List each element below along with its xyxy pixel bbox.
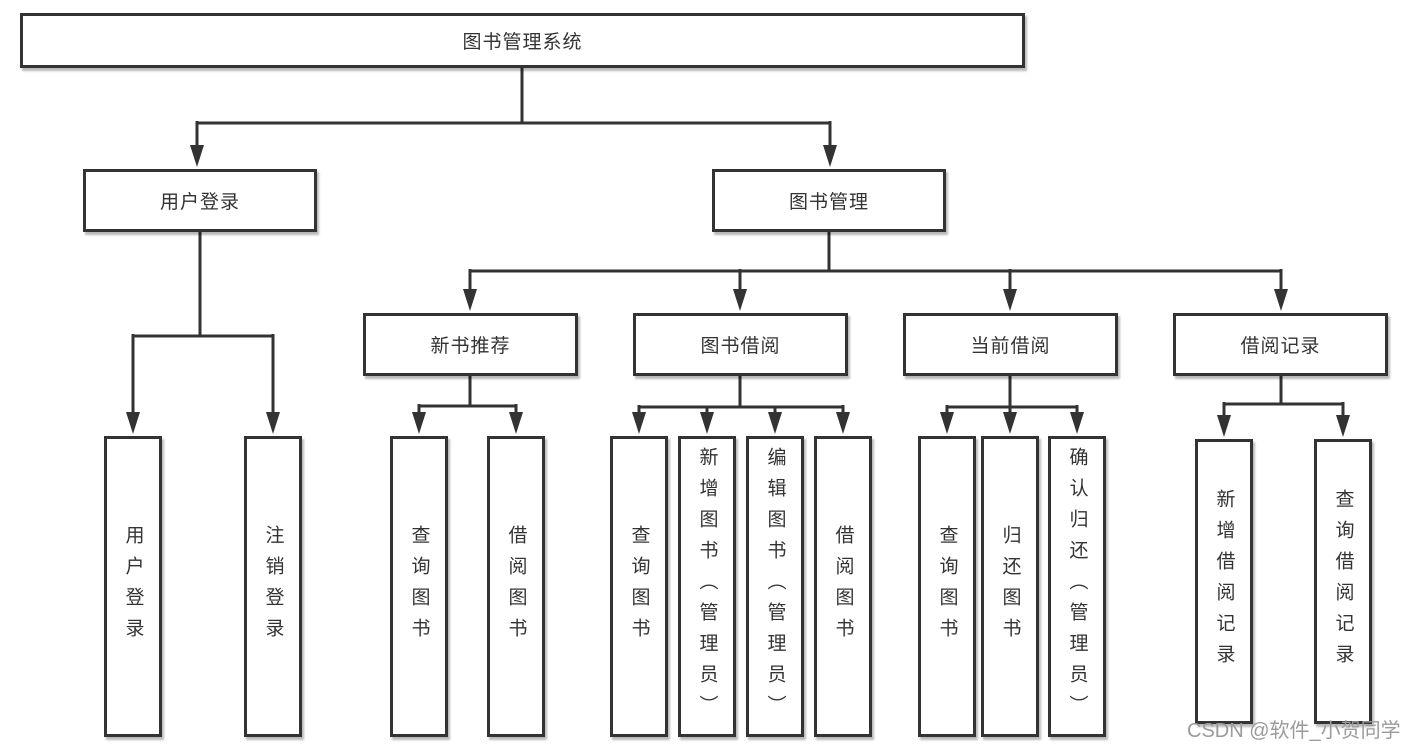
node-book-borrowing: 图书借阅 (633, 313, 848, 376)
node-label: 用户登录 (122, 524, 144, 649)
node-nr-borrow-books: 借阅图书 (487, 436, 545, 737)
node-bb-borrow-books: 借阅图书 (814, 436, 872, 737)
node-label: 查询图书 (408, 524, 430, 649)
node-bb-query-books: 查询图书 (610, 436, 668, 737)
node-label: 图书管理系统 (462, 32, 583, 53)
node-label: 归还图书 (999, 524, 1021, 649)
node-label: 用户登录 (159, 192, 240, 213)
arrow-heads (126, 145, 1350, 437)
node-label: 注销登录 (262, 524, 284, 649)
node-bb-edit-books-admin: 编辑图书（管理员） (746, 436, 804, 737)
node-label: 确认归还（管理员） (1066, 447, 1088, 726)
node-user-login: 用户登录 (83, 169, 317, 232)
node-label: 查询图书 (936, 524, 958, 649)
node-label: 新增图书（管理员） (696, 447, 718, 726)
node-library-management-system: 图书管理系统 (20, 13, 1025, 68)
node-bb-add-books-admin: 新增图书（管理员） (678, 436, 736, 737)
node-label: 查询图书 (628, 524, 650, 649)
node-cb-query-books: 查询图书 (918, 436, 976, 737)
node-br-query-record: 查询借阅记录 (1314, 439, 1372, 724)
node-label: 编辑图书（管理员） (764, 447, 786, 726)
node-label: 新增借阅记录 (1213, 488, 1235, 675)
node-logout: 注销登录 (244, 436, 302, 737)
node-label: 借阅图书 (832, 524, 854, 649)
node-label: 借阅记录 (1240, 336, 1321, 357)
node-label: 图书管理 (788, 192, 869, 213)
node-book-management: 图书管理 (712, 169, 946, 232)
node-br-add-record: 新增借阅记录 (1195, 439, 1253, 724)
node-label: 当前借阅 (970, 336, 1051, 357)
csdn-watermark: CSDN @软件_小贺同学 (1187, 720, 1401, 742)
node-cb-confirm-return-admin: 确认归还（管理员） (1048, 436, 1106, 737)
node-label: 借阅图书 (505, 524, 527, 649)
node-label: 新书推荐 (430, 336, 511, 357)
node-borrow-records: 借阅记录 (1173, 313, 1388, 376)
node-cb-return-books: 归还图书 (981, 436, 1039, 737)
node-new-book-recommend: 新书推荐 (363, 313, 578, 376)
node-current-borrowing: 当前借阅 (903, 313, 1118, 376)
node-label: 图书借阅 (700, 336, 781, 357)
node-label: 查询借阅记录 (1332, 488, 1354, 675)
node-user-login-leaf: 用户登录 (104, 436, 162, 737)
node-nr-query-books: 查询图书 (390, 436, 448, 737)
